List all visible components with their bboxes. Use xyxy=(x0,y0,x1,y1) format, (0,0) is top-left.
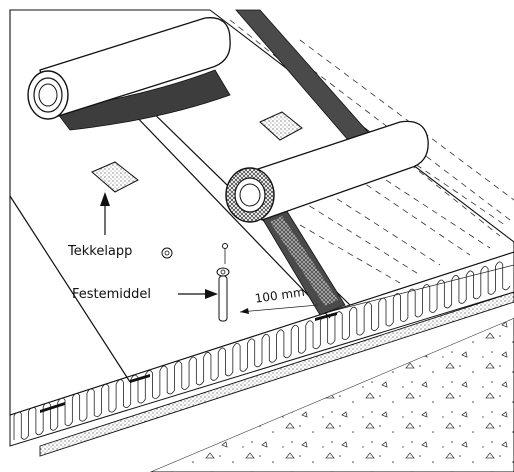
membrane-roll-lower xyxy=(225,120,429,223)
dimension-label: 100 mm xyxy=(254,285,306,306)
washer-icon xyxy=(161,247,173,259)
patch-arrow xyxy=(100,192,110,235)
patch-square-right xyxy=(259,111,303,141)
patch-square-left xyxy=(91,161,139,193)
dimension-marker xyxy=(239,304,319,314)
patch-label: Tekkelapp xyxy=(67,244,132,259)
edge-seam-marks xyxy=(40,312,337,413)
membrane-roll-upper xyxy=(27,17,231,131)
vapour-barrier-layer xyxy=(39,288,514,472)
fastener xyxy=(216,243,230,322)
fastener-label: Festemiddel xyxy=(72,287,151,302)
fastener-arrow xyxy=(178,289,218,299)
